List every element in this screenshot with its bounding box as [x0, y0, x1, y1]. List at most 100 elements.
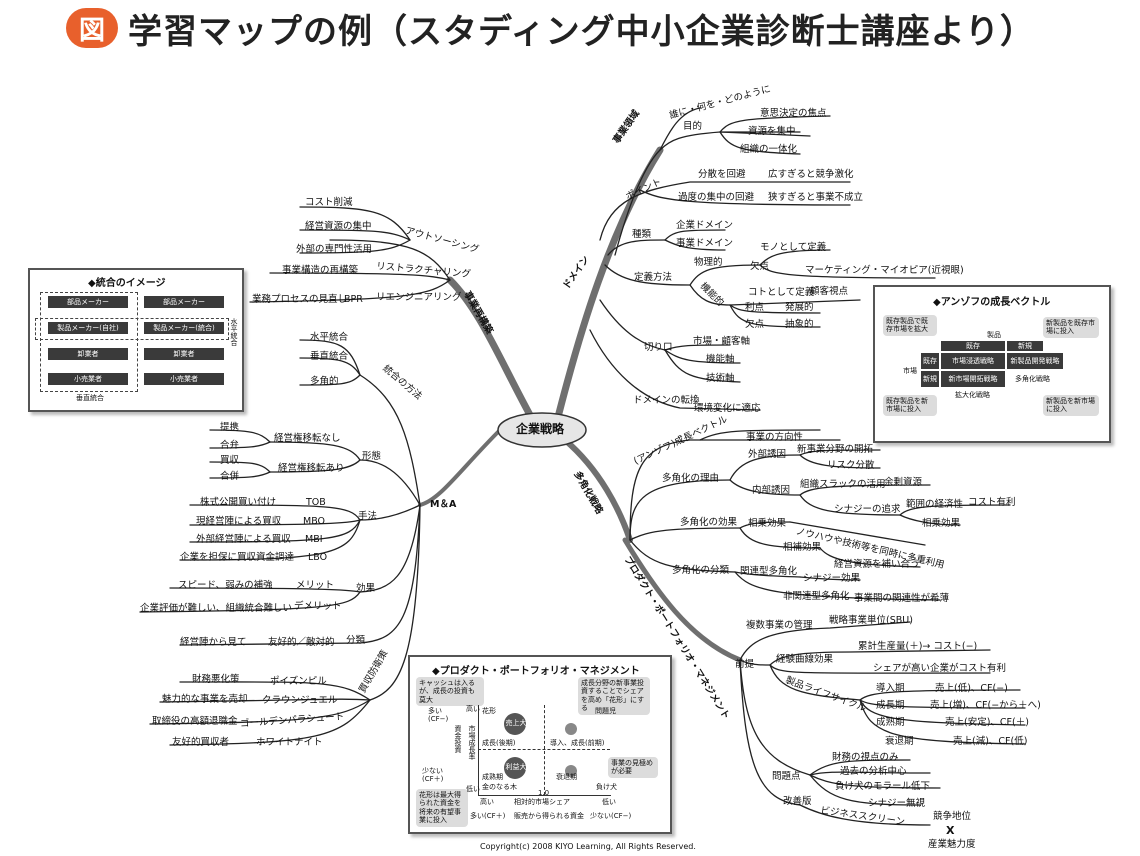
node-gappei1: 合弁 [220, 440, 240, 451]
node-tob: TOB [306, 497, 326, 508]
right-retailer: 小売業者 [144, 373, 224, 385]
node-gyomu: 業務プロセスの見直し [252, 294, 348, 305]
center-node [497, 412, 587, 448]
ppm-seicho-label: 成長(後期) [482, 739, 516, 747]
node-semai: 狭すぎると事業不成立 [768, 192, 864, 203]
integration-bottom-label: 垂直統合 [76, 394, 104, 402]
ppm-star-bubble [504, 713, 526, 735]
node-white: ホワイトナイト [256, 737, 323, 748]
right-product-maker: 製品メーカー(統合) [144, 322, 224, 334]
figure-badge: 図 [66, 8, 118, 48]
copyright-text: Copyright(c) 2008 KIYO Learning, All Rig… [480, 842, 696, 851]
page-title: 図 学習マップの例（スタディング中小企業診断士講座より） [66, 6, 1035, 52]
ppm-shikin: 販売から得られる資金 [514, 812, 584, 820]
node-miryoku: 魅力的な事業を売却 [162, 694, 248, 705]
node-makeinu: 負け犬のモラール低下 [835, 781, 931, 792]
ppm-uridashi: 売上大 [505, 719, 527, 727]
ppm-mondaiji: 問題児 [595, 707, 616, 715]
node-takakuteki: 多角的 [310, 376, 339, 387]
node-gijutsu: 技術軸 [706, 373, 735, 384]
ansoff-col-shinki: 新規 [1007, 341, 1043, 351]
right-wholesaler: 卸業者 [144, 348, 224, 360]
horizontal-group-frame [35, 318, 229, 340]
node-tanpo: 企業を担保に買収資金調達 [180, 552, 295, 563]
node-ketten2: 欠点 [745, 319, 765, 330]
branch-ppm [622, 537, 743, 663]
ansoff-cell-market-dev: 新市場開拓戦略 [941, 371, 1005, 387]
node-soshiki: 組織の一体化 [740, 144, 798, 155]
node-bpr: BPR [344, 294, 363, 305]
node-teikei: 提携 [220, 422, 240, 433]
node-hyoka: 企業評価が難しい、組織統合難しい [140, 603, 293, 614]
ppm-donyu-label: 導入、成長(前期) [550, 739, 605, 747]
node-poison: ポイズンピル [270, 676, 327, 687]
ansoff-kakudai: 拡大化戦略 [955, 391, 990, 399]
node-mondai: 問題点 [772, 771, 801, 782]
node-sbu: 戦略事業単位(SBU) [829, 615, 913, 626]
node-bunrui: 分類 [346, 635, 366, 646]
node-riten: 利点 [745, 302, 765, 313]
integration-title: ◆統合のイメージ [88, 278, 166, 289]
title-text: 学習マップの例（スタディング中小企業診断士講座より） [128, 11, 1035, 52]
node-koka: 効果 [356, 583, 376, 594]
node-suihei: 水平統合 [310, 332, 349, 343]
node-mono: モノとして定義 [760, 242, 827, 253]
node-kako: 過去の分析中心 [840, 766, 907, 777]
node-kaizen: 改善版 [783, 796, 812, 807]
node-hokosei: 事業の方向性 [746, 432, 804, 443]
branch-saikochiku [446, 276, 534, 419]
node-merit: メリット [296, 580, 335, 591]
node-mokuteki: 目的 [683, 121, 703, 132]
node-shigen: 資源を集中 [748, 126, 796, 137]
ppm-makeinu: 負け犬 [596, 783, 617, 791]
node-mbi: MBI [305, 534, 323, 545]
vertical-group-frame [40, 292, 138, 392]
node-sojo2: 相乗効果 [748, 518, 787, 529]
node-yukoteki: 友好的／敵対的 [268, 637, 335, 648]
ppm-x-axis: 相対的市場シェア [514, 798, 570, 806]
node-reengineering: リエンジニアリング [376, 292, 462, 303]
ppm-cash-bubble [504, 757, 526, 779]
node-donyu-v: 売上(低)、CF(−) [935, 683, 1008, 694]
node-yoyo: 余剰資源 [884, 477, 923, 488]
node-zaimu: 財務悪化策 [192, 674, 240, 685]
ppm-note-tl: キャッシュは入るが、成長の投資も莫大 [416, 677, 484, 707]
branch-ma [418, 428, 502, 507]
node-suichoku: 垂直統合 [310, 351, 349, 362]
ppm-takai-y: 高い [466, 705, 480, 713]
ppm-question-bubble [565, 723, 577, 735]
node-demerit: デメリット [294, 601, 342, 612]
ppm-ooi2: 多い(CF＋) [470, 812, 506, 820]
ansoff-title: ◆アンゾフの成長ベクトル [933, 297, 1051, 308]
ansoff-cell-product-dev: 新製品開発戦略 [1007, 353, 1063, 369]
ppm-box: ◆プロダクト・ポートフォリオ・マネジメント キャッシュは入るが、成長の投資も莫大… [408, 655, 672, 834]
node-keiei-hokan: 経営資源を補い合う [834, 559, 920, 570]
node-shinjigyo: 新事業分野の開拓 [797, 444, 874, 455]
left-wholesaler: 卸業者 [48, 348, 128, 360]
node-synergy-koka: シナジー効果 [803, 573, 861, 584]
ppm-title: ◆プロダクト・ポートフォリオ・マネジメント [432, 666, 640, 677]
ppm-h-divider [478, 749, 610, 750]
node-kankyo: 環境変化に適応 [694, 403, 761, 414]
ppm-seijuku-label: 成熟期 [482, 773, 503, 781]
node-seijuku: 成熟期 [876, 717, 905, 728]
node-risk: リスク分散 [827, 460, 875, 471]
ppm-sukunai2: 少ない(CF−) [590, 812, 632, 820]
node-yuko: 友好的買収者 [172, 737, 230, 748]
node-torishimari: 取締役の高額退職金 [152, 716, 238, 727]
node-shuho: 手法 [358, 511, 378, 522]
ansoff-note-tr: 新製品を既存市場に投入 [1043, 317, 1099, 338]
left-product-maker: 製品メーカー(自社) [48, 322, 128, 334]
node-zentei: 前提 [735, 659, 755, 670]
node-ruiseki: 累計生産量(＋)→ コスト(−) [858, 641, 978, 652]
node-ma: M＆A [430, 499, 457, 510]
ppm-rieki: 利益大 [505, 763, 527, 771]
node-seicho-v: 売上(増)、CF(−から＋へ) [930, 700, 1041, 711]
ansoff-row-kizon: 既存 [921, 353, 939, 369]
ansoff-cell-diversification: 多角化戦略 [1015, 375, 1050, 383]
node-kokyaku: 顧客視点 [810, 286, 849, 297]
node-hikanren: 非関連型多角化 [783, 591, 850, 602]
node-myopia: マーケティング・マイオピア(近視眼) [805, 265, 964, 276]
ppm-hikui-x: 低い [602, 798, 616, 806]
